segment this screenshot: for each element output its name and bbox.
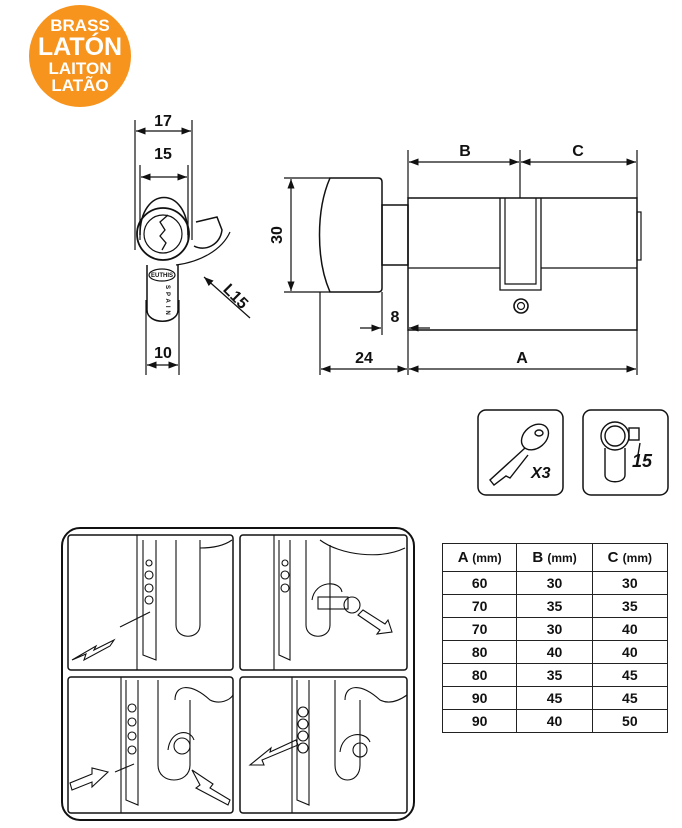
dim-10: 10 bbox=[154, 345, 172, 362]
cell-b: 35 bbox=[516, 663, 593, 687]
cell-b: 45 bbox=[516, 686, 593, 710]
header-letter: A bbox=[457, 549, 469, 566]
dim-b: B bbox=[459, 143, 471, 160]
cell-c: 30 bbox=[591, 571, 669, 595]
dim-a: A bbox=[516, 350, 528, 367]
cell-a: 80 bbox=[441, 663, 518, 687]
cell-c: 40 bbox=[591, 640, 669, 664]
badge-laton: LATÓN bbox=[37, 32, 123, 61]
cam-size: 15 bbox=[632, 451, 653, 471]
step-1 bbox=[67, 534, 234, 671]
step-3 bbox=[67, 676, 234, 814]
cell-b: 30 bbox=[516, 617, 593, 641]
cell-c: 35 bbox=[591, 594, 669, 618]
cell-a: 90 bbox=[441, 686, 518, 710]
cell-b: 30 bbox=[516, 571, 593, 595]
instructions-panel bbox=[61, 527, 415, 821]
keys-count: X3 bbox=[530, 465, 551, 482]
dim-l15: L15 bbox=[219, 281, 251, 313]
table-header: A (mm) B (mm) C (mm) bbox=[441, 543, 669, 572]
key-icon bbox=[489, 423, 550, 486]
keys-icon-box bbox=[477, 409, 564, 496]
header-letter: B bbox=[532, 549, 544, 566]
dim-24: 24 bbox=[355, 350, 373, 367]
instruction-steps bbox=[67, 534, 408, 814]
step-4 bbox=[239, 676, 408, 814]
header-b: B (mm) bbox=[516, 543, 593, 572]
cell-a: 60 bbox=[441, 571, 518, 595]
dim-15: 15 bbox=[154, 146, 172, 163]
dim-17: 17 bbox=[154, 113, 172, 130]
cell-c: 45 bbox=[591, 663, 669, 687]
header-letter: C bbox=[607, 549, 619, 566]
header-c: C (mm) bbox=[591, 543, 669, 572]
header-unit: (mm) bbox=[622, 551, 653, 565]
cell-c: 40 bbox=[591, 617, 669, 641]
cell-a: 70 bbox=[441, 617, 518, 641]
dim-8: 8 bbox=[391, 309, 400, 326]
spain-stamp: SPAIN bbox=[164, 285, 170, 318]
brand-logo bbox=[148, 268, 176, 282]
cell-a: 90 bbox=[441, 709, 518, 733]
dim-30: 30 bbox=[269, 226, 286, 244]
header-unit: (mm) bbox=[472, 551, 502, 565]
badge-latao: LATÃO bbox=[51, 76, 109, 96]
cell-b: 35 bbox=[516, 594, 593, 618]
cam-icon-box bbox=[582, 409, 669, 496]
step-2 bbox=[239, 534, 408, 671]
badge-brass: BRASS bbox=[50, 16, 110, 36]
front-view bbox=[134, 120, 251, 375]
badge-laiton: LAITON bbox=[48, 59, 112, 79]
header-unit: (mm) bbox=[547, 551, 577, 565]
cylinder-icon bbox=[600, 421, 641, 483]
cell-c: 50 bbox=[591, 709, 669, 733]
header-a: A (mm) bbox=[441, 543, 518, 572]
brand-logo-text: EUTHIS bbox=[151, 273, 173, 279]
cell-b: 40 bbox=[516, 640, 593, 664]
cell-b: 40 bbox=[516, 709, 593, 733]
side-view bbox=[284, 150, 642, 375]
cell-a: 70 bbox=[441, 594, 518, 618]
material-badge: BRASS LATÓN LAITON LATÃO bbox=[29, 5, 131, 107]
dim-c: C bbox=[572, 143, 584, 160]
cell-a: 80 bbox=[441, 640, 518, 664]
cell-c: 45 bbox=[591, 686, 669, 710]
